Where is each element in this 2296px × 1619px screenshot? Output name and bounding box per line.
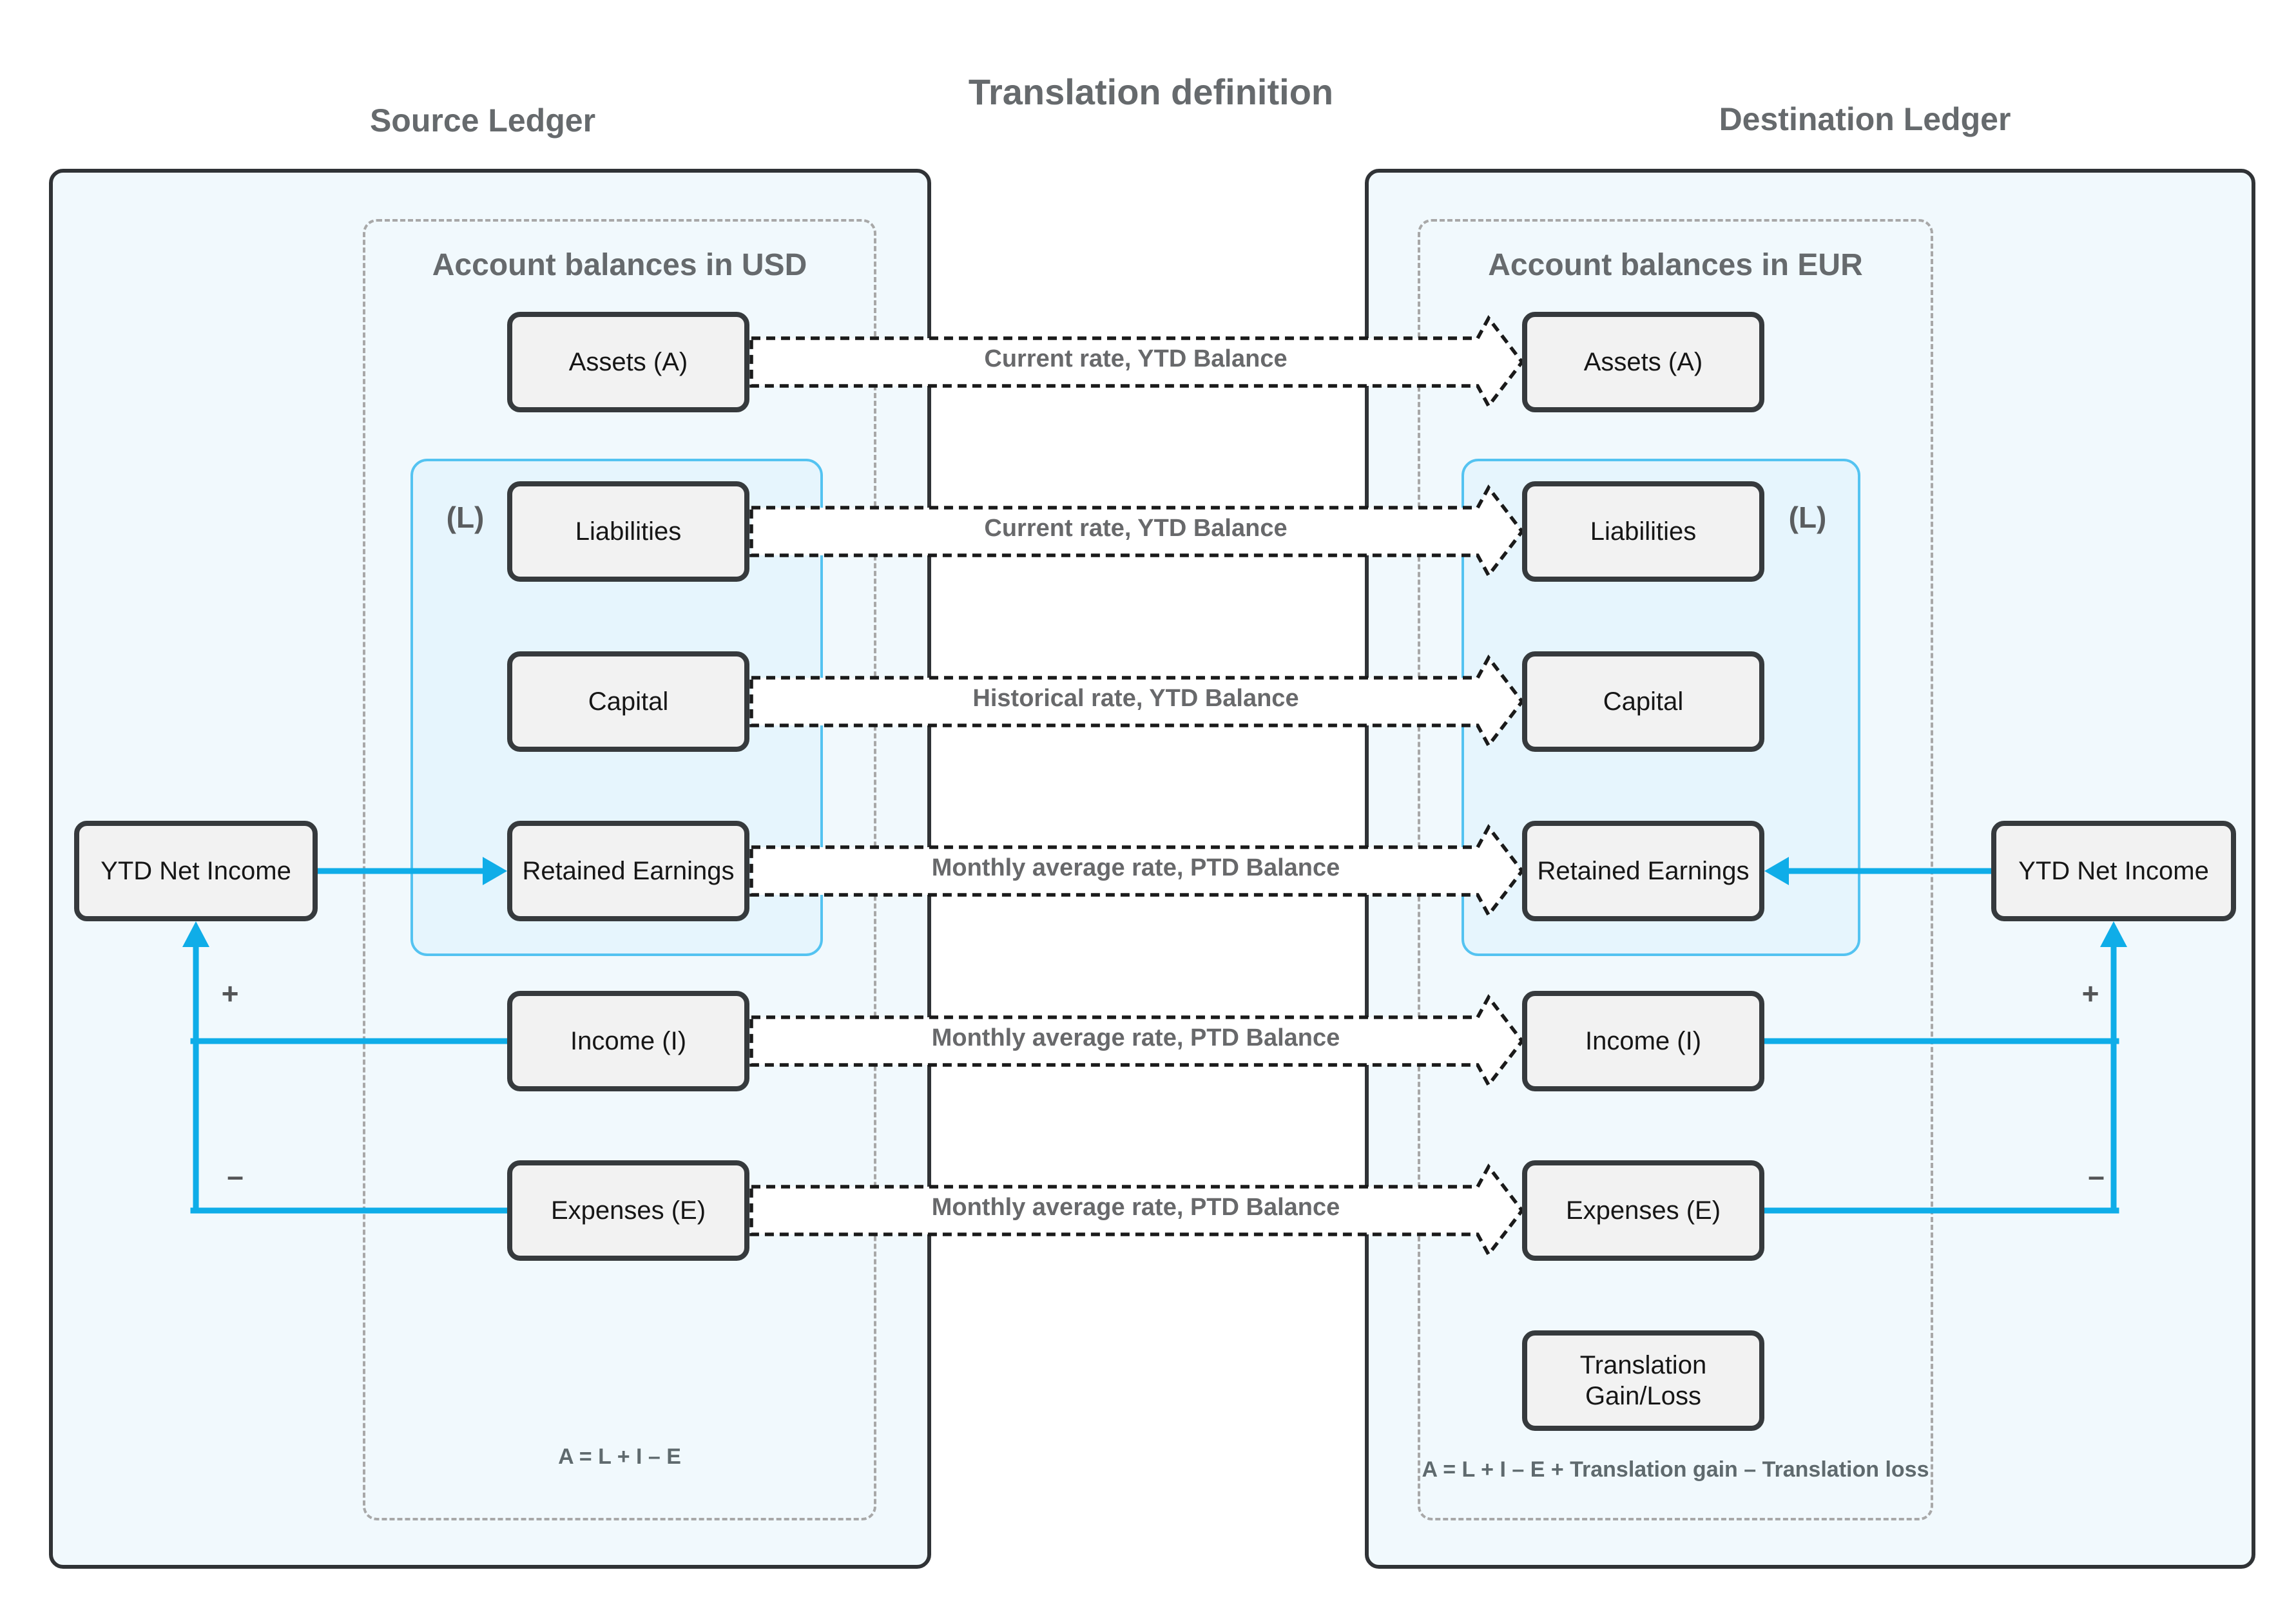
source-minus-sign: – — [227, 1159, 244, 1193]
destination-box-capital: Capital — [1522, 651, 1764, 752]
destination-ytd-net-income-box: YTD Net Income — [1991, 821, 2236, 921]
source-box-expenses: Expenses (E) — [507, 1160, 749, 1261]
source-box-capital: Capital — [507, 651, 749, 752]
page-title: Translation definition — [968, 72, 1334, 112]
destination-box-liabilities: Liabilities — [1522, 481, 1764, 582]
destination-l-label: (L) — [1788, 501, 1827, 534]
source-ledger-header: Source Ledger — [369, 102, 596, 139]
source-box-retained-earnings: Retained Earnings — [507, 821, 749, 921]
arrow-label-assets: Current rate, YTD Balance — [984, 345, 1288, 372]
source-plus-sign: + — [221, 977, 239, 1010]
source-box-income: Income (I) — [507, 991, 749, 1091]
arrow-label-liabilities: Current rate, YTD Balance — [984, 515, 1288, 542]
source-group-title: Account balances in USD — [432, 248, 807, 282]
destination-minus-sign: – — [2088, 1159, 2105, 1193]
destination-group-title: Account balances in EUR — [1488, 248, 1863, 282]
translation-arrow-liabilities — [749, 484, 1524, 579]
destination-ledger-header: Destination Ledger — [1719, 101, 2011, 137]
destination-box-expenses: Expenses (E) — [1522, 1160, 1764, 1261]
destination-box-assets: Assets (A) — [1522, 312, 1764, 412]
arrow-label-capital: Historical rate, YTD Balance — [972, 685, 1299, 712]
arrow-label-income: Monthly average rate, PTD Balance — [931, 1024, 1340, 1051]
source-box-liabilities: Liabilities — [507, 481, 749, 582]
destination-box-translation-gain-loss: Translation Gain/Loss — [1522, 1330, 1764, 1431]
destination-plus-sign: + — [2081, 977, 2099, 1010]
source-l-label: (L) — [446, 501, 485, 534]
source-ytd-net-income-box: YTD Net Income — [74, 821, 318, 921]
translation-arrow-assets — [749, 314, 1524, 410]
destination-box-retained-earnings: Retained Earnings — [1522, 821, 1764, 921]
arrow-label-expenses: Monthly average rate, PTD Balance — [931, 1194, 1340, 1221]
source-formula: A = L + I – E — [558, 1444, 681, 1469]
translation-arrow-income — [749, 993, 1524, 1089]
translation-arrow-expenses — [749, 1163, 1524, 1258]
arrow-label-retained-earnings: Monthly average rate, PTD Balance — [931, 854, 1340, 881]
translation-arrow-capital — [749, 654, 1524, 749]
destination-box-income: Income (I) — [1522, 991, 1764, 1091]
source-box-assets: Assets (A) — [507, 312, 749, 412]
translation-arrow-retained-earnings — [749, 823, 1524, 919]
destination-formula: A = L + I – E + Translation gain – Trans… — [1422, 1457, 1929, 1482]
